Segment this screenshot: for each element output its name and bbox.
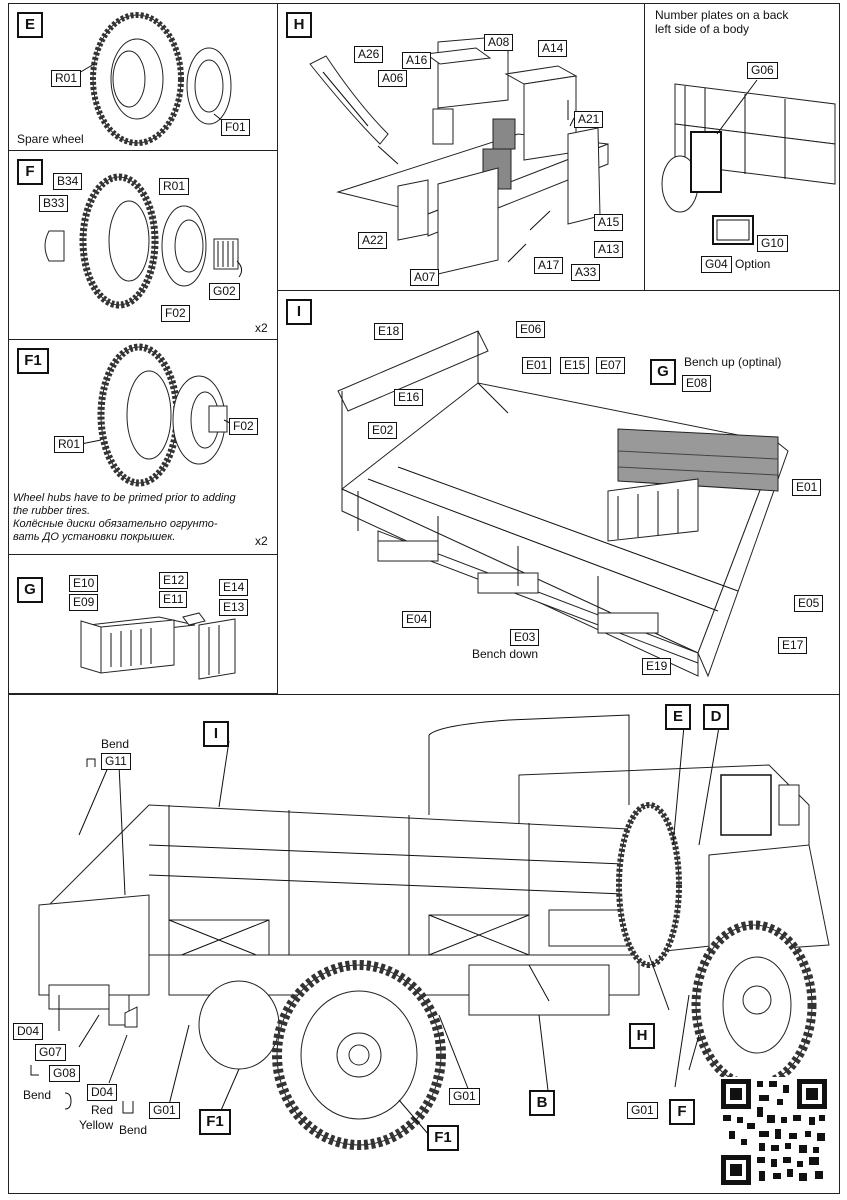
bend-caption-left: Bend: [23, 1088, 52, 1102]
part-label-b33: B33: [39, 195, 69, 212]
part-label-e06: E06: [516, 321, 546, 338]
step-f1-front-badge: F1: [427, 1125, 459, 1151]
part-label-g11: G11: [101, 753, 131, 770]
part-label-a13: A13: [594, 241, 624, 258]
panel-e: E R01 F01 Spare wheel: [8, 3, 278, 151]
part-label-e01: E01: [522, 357, 552, 374]
part-label-e01: E01: [792, 479, 822, 496]
bench-down-caption: Bench down: [472, 647, 539, 661]
part-label-e17: E17: [778, 637, 808, 654]
part-label-f01: F01: [221, 119, 250, 136]
part-label-a26: A26: [354, 46, 384, 63]
part-label-b34: B34: [53, 173, 83, 190]
part-label-g02: G02: [209, 283, 240, 300]
step-f-badge: F: [17, 159, 43, 185]
spare-wheel-drawing: [73, 12, 232, 146]
panel-g: G E10 E12 E14 E09 E11 E13: [8, 554, 278, 694]
part-label-e13: E13: [219, 599, 249, 616]
part-label-e02: E02: [368, 422, 398, 439]
step-h-badge: H: [286, 12, 312, 38]
part-label-f02: F02: [161, 305, 190, 322]
step-i-ref-badge: I: [203, 721, 229, 747]
step-g-ref-badge: G: [650, 359, 676, 385]
part-label-a33: A33: [571, 264, 601, 281]
part-label-e18: E18: [374, 323, 404, 340]
part-label-d04: D04: [13, 1023, 44, 1040]
qr-code[interactable]: [719, 1077, 829, 1187]
part-label-e04: E04: [402, 611, 432, 628]
bench-box-drawing: [80, 612, 236, 680]
panel-main-truck: I E D H B F F1 F1 Bend G11 D04 G07 G08 D…: [8, 694, 840, 1194]
yellow-caption: Yellow: [79, 1118, 114, 1132]
part-label-r01: R01: [51, 70, 82, 87]
part-label-a07: A07: [410, 269, 440, 286]
step-e-ref-badge: E: [665, 704, 691, 730]
part-label-g07: G07: [35, 1044, 66, 1061]
part-label-e12: E12: [159, 572, 189, 589]
step-h-ref-badge: H: [629, 1023, 655, 1049]
part-label-e15: E15: [560, 357, 590, 374]
option-caption: Option: [735, 257, 771, 271]
step-f1-rear-badge: F1: [199, 1109, 231, 1135]
primer-note-ru: Колёсные диски обязательно огрунто-вать …: [13, 518, 218, 543]
part-label-f02: F02: [229, 418, 258, 435]
part-label-a15: A15: [594, 214, 624, 231]
part-label-g10: G10: [757, 235, 788, 252]
part-label-e11: E11: [159, 591, 188, 608]
part-label-e09: E09: [69, 594, 99, 611]
step-d-ref-badge: D: [703, 704, 729, 730]
part-label-e16: E16: [394, 389, 424, 406]
red-caption: Red: [91, 1103, 114, 1117]
truck-drawing: [30, 714, 830, 1150]
part-label-g01: G01: [149, 1102, 180, 1119]
step-f-ref-badge: F: [669, 1099, 695, 1125]
part-label-e08: E08: [682, 375, 712, 392]
panel-number-plates: Number plates on a back left side of a b…: [644, 3, 840, 291]
quantity-multiplier: x2: [255, 534, 268, 548]
part-label-d04: D04: [87, 1084, 118, 1101]
part-label-a22: A22: [358, 232, 388, 249]
plates-title: Number plates on a back left side of a b…: [655, 8, 789, 36]
step-g-badge: G: [17, 577, 43, 603]
part-label-a16: A16: [402, 52, 432, 69]
part-label-g04: G04: [701, 256, 732, 273]
cargo-body-drawing: [337, 330, 789, 678]
part-label-g06: G06: [747, 62, 778, 79]
panel-i: I E18 E06 E01 E15 E07 G Bench up (optina…: [277, 290, 840, 695]
part-label-e07: E07: [596, 357, 626, 374]
bench-up-caption: Bench up (optinal): [684, 355, 782, 369]
quantity-multiplier: x2: [255, 321, 268, 335]
part-label-a21: A21: [574, 111, 604, 128]
part-label-g01: G01: [449, 1088, 480, 1105]
panel-f: F B34 R01 B33 G02 F02 x2: [8, 150, 278, 340]
part-label-e05: E05: [794, 595, 824, 612]
part-label-a08: A08: [484, 34, 514, 51]
part-label-e03: E03: [510, 629, 540, 646]
step-i-badge: I: [286, 299, 312, 325]
panel-h: H A08 A14 A26 A16 A06 A21 A15 A22 A13 A1…: [277, 3, 645, 291]
part-label-r01: R01: [159, 178, 190, 195]
step-b-ref-badge: B: [529, 1090, 555, 1116]
part-label-e19: E19: [642, 658, 672, 675]
part-label-e10: E10: [69, 575, 99, 592]
panel-f1: F1 R01 F02 Wheel hubs have to be primed …: [8, 339, 278, 555]
part-label-g01: G01: [627, 1102, 658, 1119]
part-label-a06: A06: [378, 70, 408, 87]
wheel-hub-drawing: [80, 343, 235, 487]
bend-caption-top: Bend: [101, 737, 130, 751]
bend-caption-right: Bend: [119, 1123, 148, 1137]
part-label-g08: G08: [49, 1065, 80, 1082]
step-f1-badge: F1: [17, 348, 49, 374]
step-e-badge: E: [17, 12, 43, 38]
cab-floor-drawing: [309, 35, 609, 275]
wheel-assembly-drawing: [44, 173, 243, 309]
rear-body-drawing: [661, 79, 836, 245]
part-label-e14: E14: [219, 579, 249, 596]
part-label-r01: R01: [54, 436, 85, 453]
spare-wheel-caption: Spare wheel: [17, 132, 84, 146]
primer-note-en: Wheel hubs have to be primed prior to ad…: [13, 492, 236, 517]
part-label-a17: A17: [534, 257, 564, 274]
part-label-a14: A14: [538, 40, 568, 57]
